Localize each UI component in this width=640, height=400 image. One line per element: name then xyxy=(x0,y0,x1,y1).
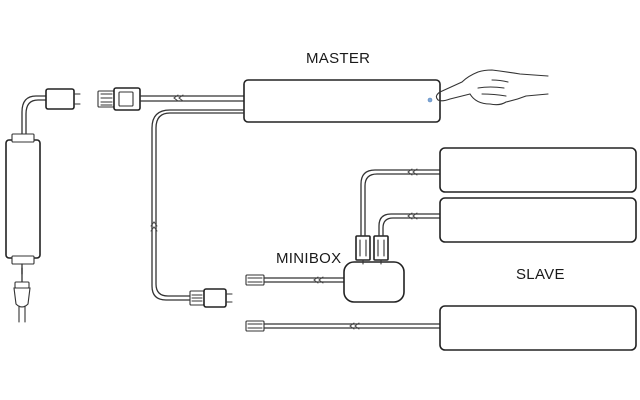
lower-connector xyxy=(189,288,233,308)
slave-lead-2 xyxy=(378,213,443,237)
master-plug xyxy=(97,87,141,111)
power-supply-unit xyxy=(5,139,41,259)
master-light-bar xyxy=(243,79,441,123)
slave-light-bar-3 xyxy=(439,305,637,351)
minibox xyxy=(343,261,405,303)
slave-label: SLAVE xyxy=(516,266,565,283)
minibox-socket-left xyxy=(355,235,371,265)
minibox-input-plug xyxy=(245,274,265,286)
hand-touch-icon xyxy=(435,69,549,106)
touch-sensor-dot xyxy=(427,97,433,103)
minibox-label: MINIBOX xyxy=(276,250,341,267)
power-supply xyxy=(5,95,49,283)
master-to-minibox-lead xyxy=(151,109,245,301)
power-plug-icon xyxy=(13,281,31,323)
slave-light-bar-1 xyxy=(439,147,637,193)
psu-connector xyxy=(45,88,81,110)
slave-light-bar-2 xyxy=(439,197,637,243)
slave-input-plug xyxy=(245,320,265,332)
minibox-socket-right xyxy=(373,235,389,265)
master-label: MASTER xyxy=(306,50,370,67)
slave-lead-1 xyxy=(360,169,443,237)
